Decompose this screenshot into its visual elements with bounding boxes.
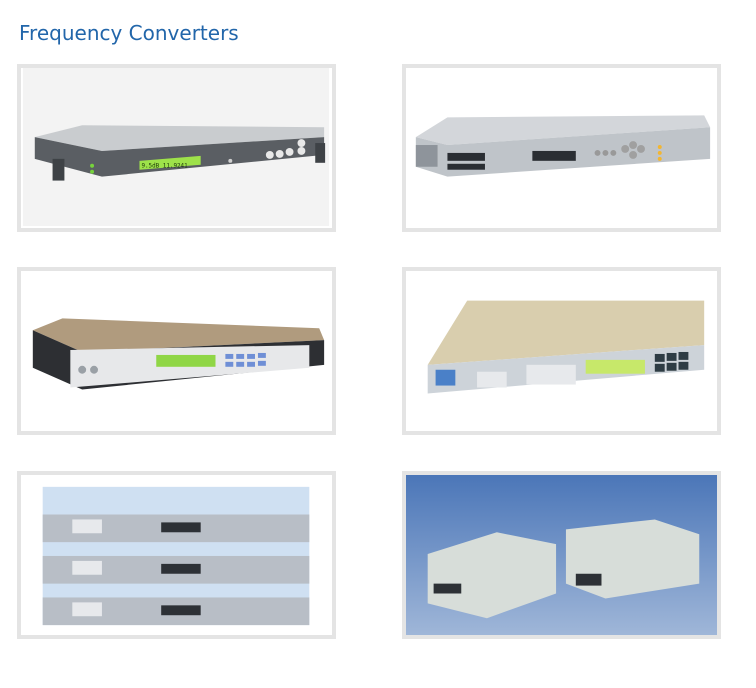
product-image-4[interactable] — [402, 267, 721, 435]
product-image-6[interactable] — [402, 471, 721, 639]
rack-unit-illustration: 9.5dB 11.9241 — [22, 68, 330, 226]
rack-unit-illustration — [407, 271, 715, 429]
lcd-display-text: 9.5dB 11.9241 — [141, 164, 188, 170]
stacked-units-illustration — [22, 475, 330, 633]
module-units-illustration — [427, 519, 700, 619]
product-image-2[interactable] — [402, 64, 721, 232]
page-title: Frequency Converters — [19, 21, 239, 45]
product-image-1[interactable]: 9.5dB 11.9241 — [17, 64, 336, 232]
rack-unit-illustration — [22, 271, 330, 429]
product-image-3[interactable] — [17, 267, 336, 435]
product-image-5[interactable] — [17, 471, 336, 639]
rack-unit-illustration — [407, 68, 715, 226]
